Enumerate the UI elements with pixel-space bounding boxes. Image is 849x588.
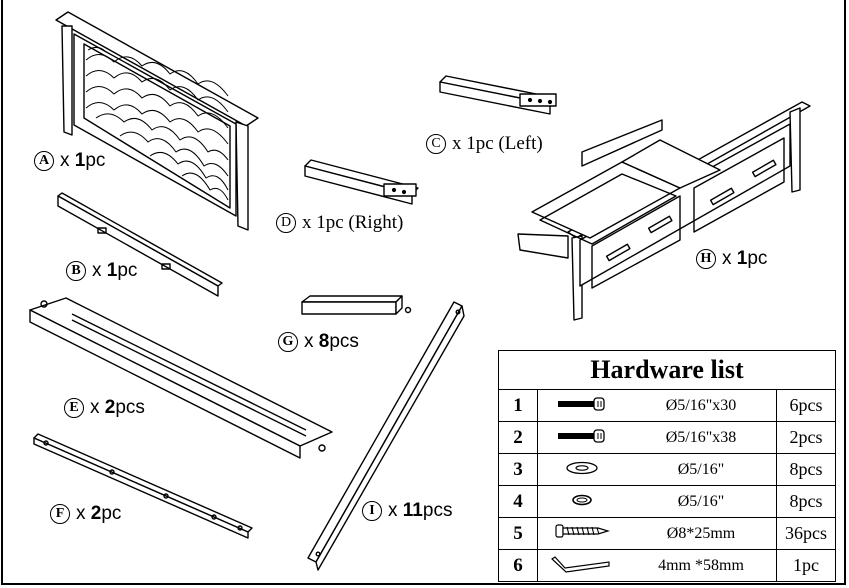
long-slat-i-drawing (307, 301, 465, 571)
long-bolt-icon (558, 429, 605, 443)
part-letter-i: I (362, 501, 382, 521)
part-letter-e: E (64, 398, 84, 418)
part-f-label: F x 2pc (50, 503, 121, 525)
part-letter-c: C (426, 134, 446, 154)
footboard-drawers-drawing (517, 101, 811, 321)
leg-d-drawing (304, 159, 419, 205)
part-letter-a: A (34, 151, 54, 171)
slat-g-drawing (301, 295, 412, 315)
table-row: 2 Ø5/16"x38 2pcs (498, 421, 836, 454)
table-row: 4 Ø5/16" 8pcs (498, 485, 836, 518)
part-a-label: A x 1pc (34, 150, 105, 172)
part-g-label: G x 8pcs (278, 331, 359, 353)
table-row: 3 Ø5/16" 8pcs (498, 453, 836, 486)
side-rail-e-drawing (29, 297, 333, 459)
long-bolt-icon (558, 397, 605, 411)
table-row: 5 Ø8*25mm 36pcs (498, 517, 836, 550)
part-letter-g: G (278, 332, 298, 352)
table-row: 6 4mm *58mm 1pc (498, 549, 836, 582)
part-letter-f: F (50, 504, 70, 524)
wood-screw-icon (555, 524, 611, 538)
headboard-drawing (55, 11, 259, 231)
part-h-label: H x 1pc (696, 248, 767, 270)
hardware-list-title: Hardware list (498, 350, 836, 390)
part-c-label: C x 1pc (Left) (426, 133, 543, 155)
part-d-label: D x 1pc (Right) (276, 212, 403, 234)
hardware-list-table: Hardware list 1 Ø5/16"x30 6pcs 2 Ø5/16"x… (498, 350, 836, 582)
part-b-label: B x 1pc (66, 260, 137, 282)
lock-washer-icon (572, 494, 592, 506)
strip-f-drawing (33, 433, 253, 539)
part-letter-h: H (696, 249, 716, 269)
part-e-label: E x 2pcs (64, 397, 145, 419)
allen-key-icon (551, 556, 610, 573)
table-row: 1 Ø5/16"x30 6pcs (498, 389, 836, 422)
leg-c-drawing (439, 75, 557, 115)
rail-b-drawing (57, 192, 223, 297)
part-letter-d: D (276, 213, 296, 233)
part-i-label: I x 11pcs (362, 500, 452, 522)
flat-washer-icon (566, 461, 598, 475)
part-letter-b: B (66, 261, 86, 281)
